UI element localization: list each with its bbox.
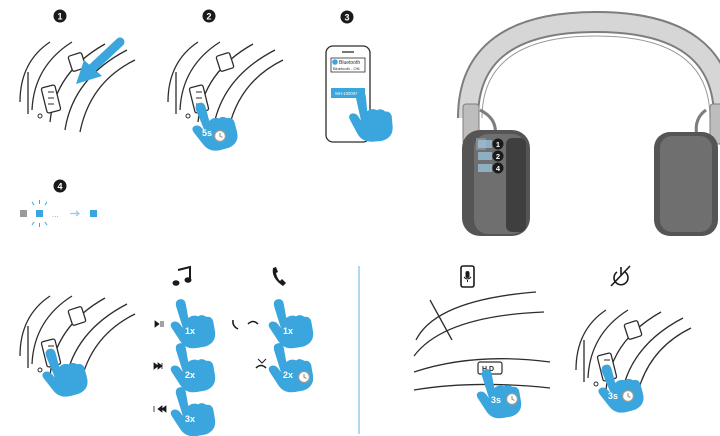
step-badge-2: 2 [202, 9, 216, 23]
step1-illustration [19, 37, 136, 133]
bluetooth-icon [332, 59, 338, 65]
svg-text:...: ... [52, 210, 59, 219]
power-off-illustration: 3s [575, 309, 692, 418]
led-sequence: ... [20, 200, 97, 227]
play-pause-icon [154, 320, 164, 328]
touch-illustration [19, 295, 136, 402]
svg-text:2x: 2x [185, 370, 195, 380]
svg-text:Bluetooth - ON: Bluetooth - ON [333, 66, 360, 71]
step-badge-3: 3 [340, 10, 354, 24]
svg-text:3x: 3x [185, 414, 195, 424]
svg-text:1: 1 [57, 12, 62, 22]
prev-track-control: 3x [153, 382, 218, 436]
next-track-control: 2x [153, 338, 218, 396]
phone-mic-icon [460, 265, 475, 288]
step2-illustration: 5s [167, 41, 284, 156]
svg-text:1x: 1x [185, 326, 195, 336]
answer-call-icon [232, 319, 239, 330]
svg-text:2: 2 [206, 12, 211, 22]
svg-text:3: 3 [344, 13, 349, 23]
headphone-marker-1: 1 [492, 138, 504, 150]
power-off-slash-icon [610, 265, 631, 287]
svg-text:2x: 2x [283, 370, 293, 380]
svg-text:3s: 3s [608, 391, 618, 401]
phone-handset-icon [272, 267, 286, 286]
music-note-icon [172, 265, 192, 286]
press-arrow-icon [76, 60, 102, 84]
headphone-marker-2: 2 [492, 150, 504, 162]
ambient-control-illustration: H D 3s [413, 291, 551, 422]
headphone-marker-4: 4 [492, 162, 504, 174]
headphones-illustration [457, 10, 720, 236]
clock-icon [213, 129, 227, 143]
prev-track-icon [153, 405, 167, 413]
svg-text:WH-1000XM: WH-1000XM [335, 91, 359, 96]
svg-text:4: 4 [496, 164, 501, 173]
svg-text:Bluetooth: Bluetooth [339, 60, 360, 66]
svg-text:1: 1 [496, 140, 500, 149]
step-badge-1: 1 [53, 9, 67, 23]
svg-text:5s: 5s [202, 128, 212, 138]
svg-text:3s: 3s [491, 395, 501, 405]
answer-call-control: 1x [232, 294, 316, 352]
svg-text:4: 4 [57, 182, 62, 192]
reject-call-control: 2x [255, 338, 316, 396]
play-pause-control: 1x [154, 294, 218, 352]
phone-illustration: Bluetooth Bluetooth - ON WH-1000XM [325, 45, 394, 144]
phone-device-entry [331, 88, 365, 98]
step-badge-4: 4 [53, 179, 67, 193]
svg-text:1x: 1x [283, 326, 293, 336]
svg-text:2: 2 [496, 152, 500, 161]
reject-call-icon [255, 364, 267, 369]
next-track-icon [153, 362, 163, 370]
